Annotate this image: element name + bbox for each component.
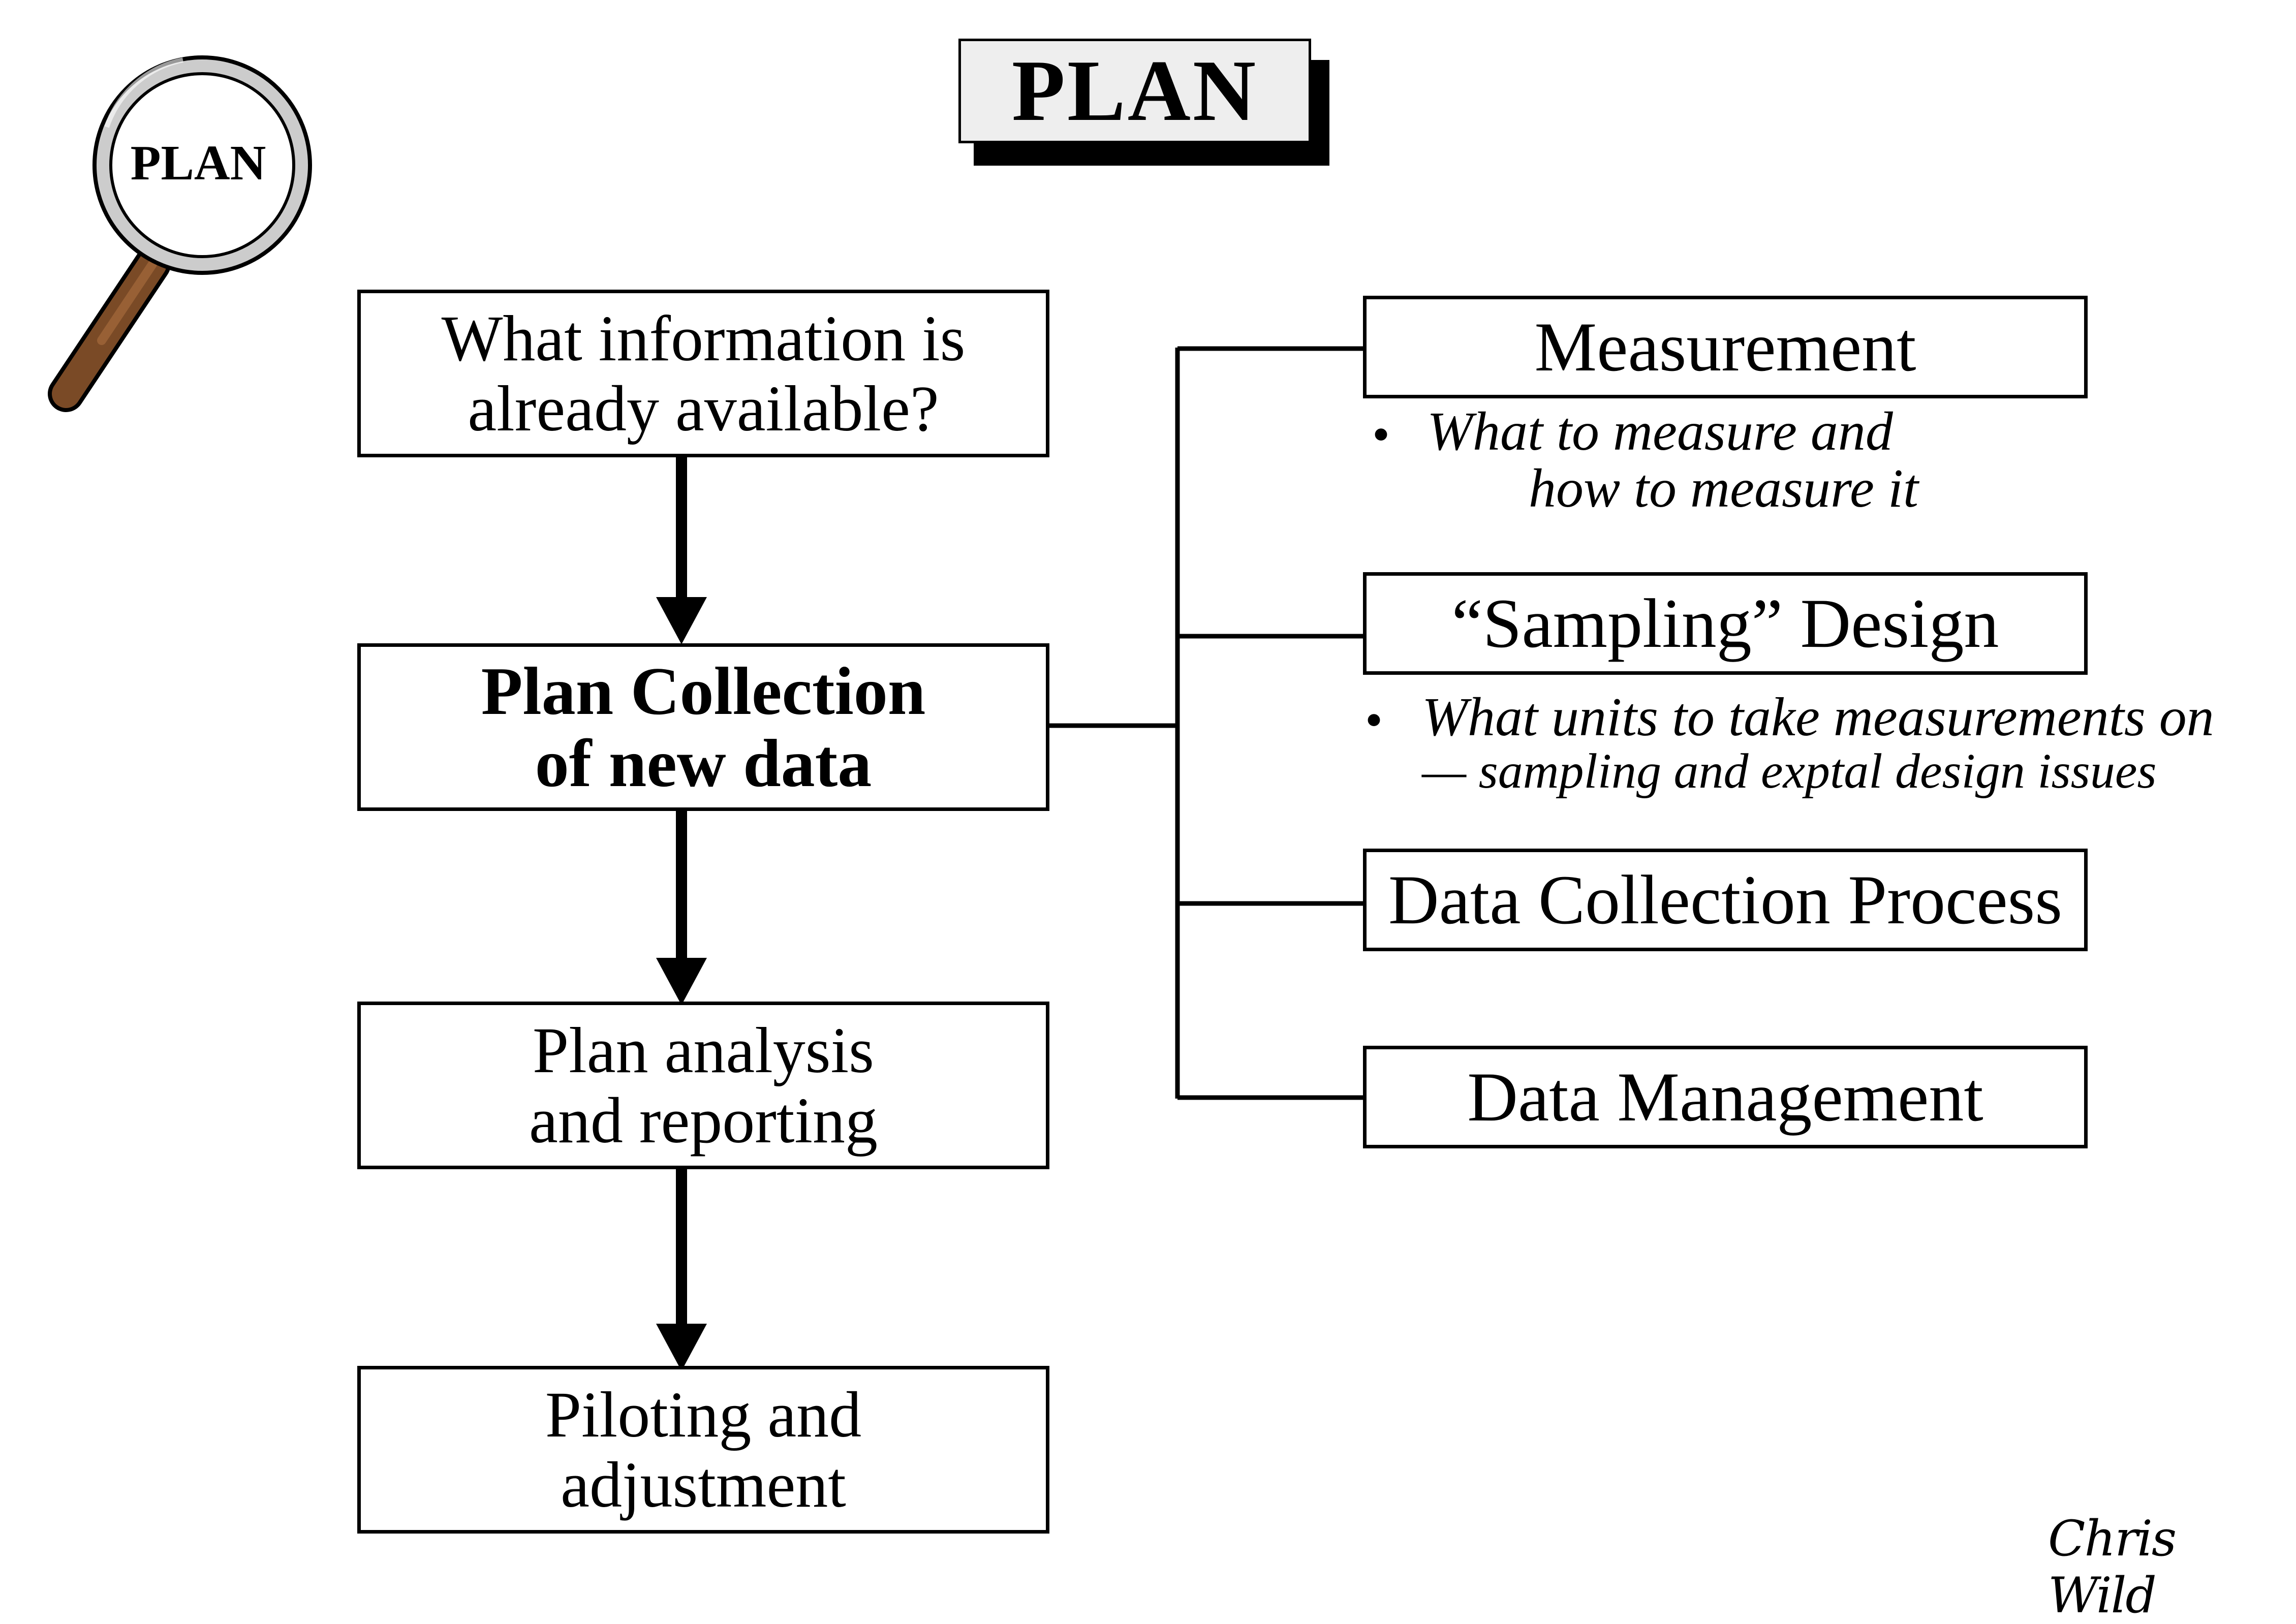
magnifier-label: PLAN (130, 136, 266, 191)
magnifier-icon (48, 55, 312, 412)
branch-bracket (1049, 346, 1363, 1100)
bullet-marker: • (1365, 692, 1383, 748)
connectors (48, 55, 1363, 1371)
arrow-2 (656, 811, 707, 1005)
sampling-note-line-1: What units to take measurements on (1422, 687, 2214, 747)
branch-box-data-collection-process: Data Collection Process (1363, 849, 2088, 951)
branch-box-sampling-design: “Sampling” Design (1363, 572, 2088, 675)
branch-box-data-management: Data Management (1363, 1046, 2088, 1148)
flow-box-existing-information: What information is already available? (357, 290, 1049, 457)
author-signature: Chris Wild (2048, 1510, 2177, 1624)
flow-box-plan-analysis: Plan analysis and reporting (357, 1002, 1049, 1169)
branch-box-label: Data Collection Process (1388, 861, 2063, 939)
measurement-note-line-2: how to measure it (1529, 458, 1918, 519)
bullet-marker: • (1372, 406, 1390, 462)
arrow-3 (656, 1169, 707, 1371)
arrow-1 (656, 457, 707, 644)
flow-box-line: and reporting (529, 1084, 878, 1157)
flow-box-piloting: Piloting and adjustment (357, 1366, 1049, 1534)
page-title: PLAN (958, 39, 1311, 143)
sampling-note-line-2: — sampling and exptal design issues (1422, 744, 2157, 799)
flow-box-line: What information is (441, 302, 966, 374)
plan-diagram: PLAN PLAN What information is already av… (48, 39, 2214, 1624)
flow-box-line: Piloting and (545, 1379, 862, 1451)
flow-box-line: already available? (468, 372, 939, 445)
flow-box-plan-collection: Plan Collection of new data (357, 643, 1049, 811)
measurement-note-line-1: What to measure and (1427, 401, 1893, 462)
branch-box-label: “Sampling” Design (1451, 584, 1999, 662)
branch-box-label: Measurement (1534, 308, 1916, 386)
flow-box-line: Plan Collection (481, 653, 926, 729)
branch-box-label: Data Management (1467, 1058, 1983, 1136)
flow-box-line: of new data (535, 726, 872, 801)
flow-box-line: adjustment (561, 1449, 846, 1521)
branch-box-measurement: Measurement (1363, 296, 2088, 398)
flow-box-line: Plan analysis (533, 1014, 874, 1086)
